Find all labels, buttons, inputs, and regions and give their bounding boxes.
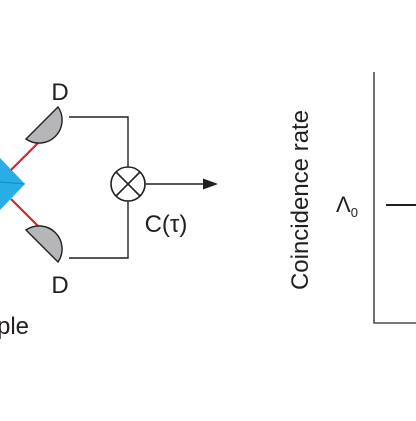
arrow-right-icon bbox=[145, 178, 218, 190]
coincidence-graph: Coincidence rate Λ0 bbox=[287, 72, 416, 324]
signal-wire-bottom bbox=[69, 201, 129, 259]
detector-top-icon bbox=[24, 105, 63, 144]
beam-splitter-diagonal bbox=[0, 181, 26, 185]
beam-splitter-cube bbox=[0, 158, 25, 210]
beam-splitter bbox=[0, 158, 26, 210]
detector-bottom-label: D bbox=[51, 272, 68, 299]
detector-top: D bbox=[24, 79, 69, 144]
baseline-level-symbol: Λ bbox=[336, 192, 351, 217]
baseline-level-label: Λ0 bbox=[336, 192, 358, 220]
output-label: C(τ) bbox=[145, 211, 188, 238]
correlator-icon bbox=[110, 166, 146, 202]
detector-bottom: D bbox=[24, 225, 69, 299]
signal-wire-top bbox=[69, 116, 129, 167]
y-axis-label: Coincidence rate bbox=[287, 110, 314, 290]
baseline-level-subscript: 0 bbox=[351, 205, 358, 220]
source-label: ple bbox=[0, 313, 29, 340]
detector-top-label: D bbox=[51, 79, 68, 106]
graph-axes bbox=[373, 72, 416, 324]
detector-bottom-icon bbox=[24, 225, 63, 264]
